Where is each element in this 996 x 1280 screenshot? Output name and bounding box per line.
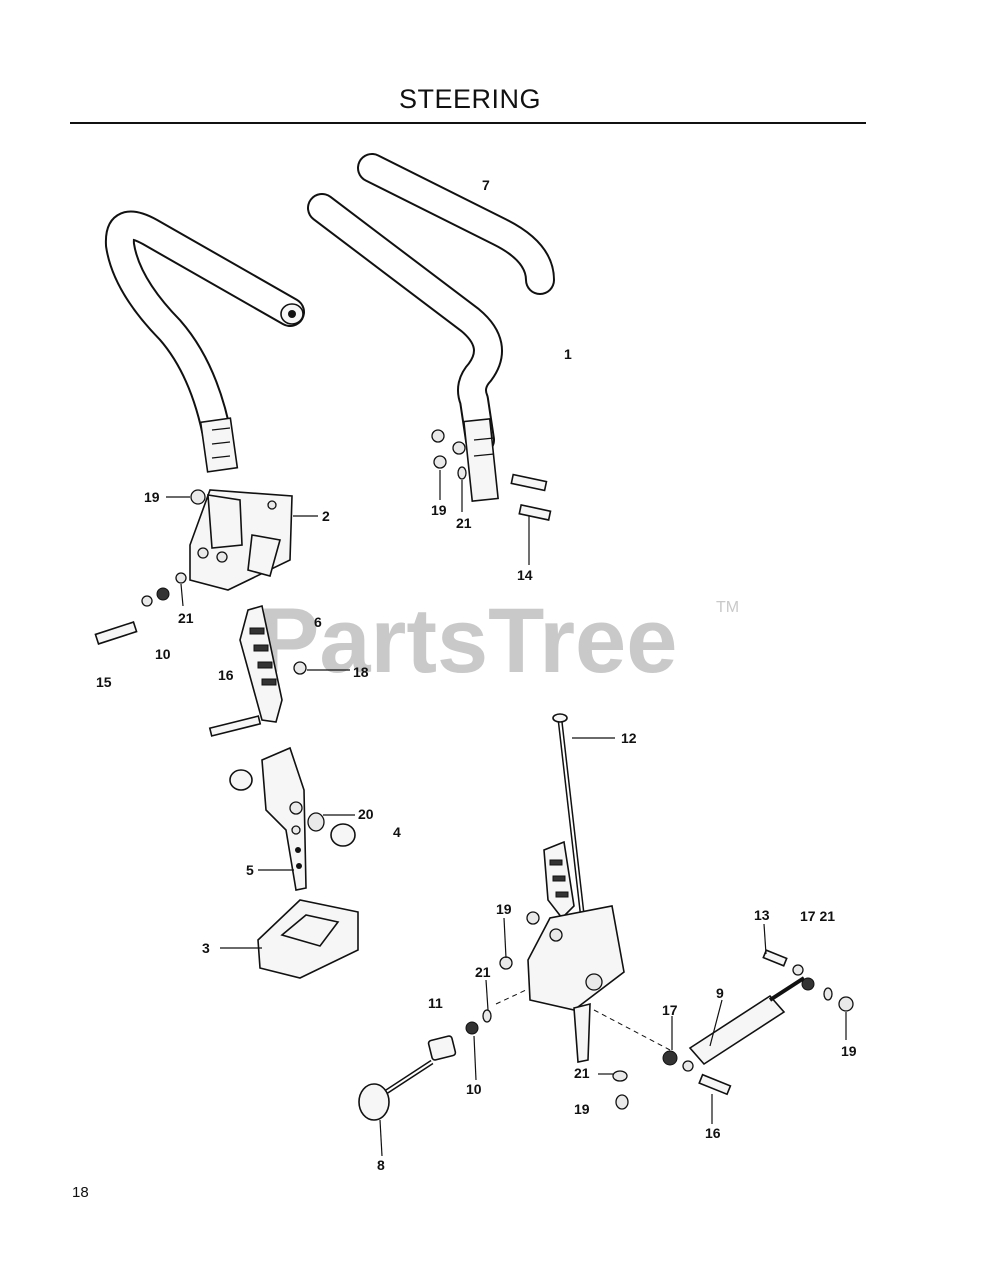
handle-bar-middle <box>307 193 503 503</box>
handle-bar-left <box>104 210 305 473</box>
callout-18: 18 <box>353 664 369 680</box>
hardware-middle <box>431 429 552 521</box>
lever-plate <box>208 604 307 737</box>
callout-3: 3 <box>202 940 210 956</box>
callout-8: 8 <box>377 1157 385 1173</box>
control-rod <box>552 713 587 931</box>
callout-13: 13 <box>754 907 770 923</box>
callout-15: 15 <box>96 674 112 690</box>
callout-21: 21 <box>456 515 472 531</box>
callout-20: 20 <box>358 806 374 822</box>
callout-1: 1 <box>564 346 572 362</box>
callout-16: 16 <box>218 667 234 683</box>
callout-19: 19 <box>431 502 447 518</box>
callout-21: 21 <box>178 610 194 626</box>
callout-7: 7 <box>482 177 490 193</box>
lower-assembly <box>358 840 671 1121</box>
callout-19: 19 <box>496 901 512 917</box>
handle-grip <box>357 153 555 295</box>
base-block <box>257 899 359 979</box>
callout-4: 4 <box>393 824 401 840</box>
callout-12: 12 <box>621 730 637 746</box>
hardware-left <box>94 572 187 645</box>
watermark: PartsTree TM <box>258 590 739 692</box>
page-title: STEERING <box>398 84 542 114</box>
callout-9: 9 <box>716 985 724 1001</box>
callout-5: 5 <box>246 862 254 878</box>
callout-labels: 7 1 19 2 19 21 14 21 6 10 15 16 18 12 20… <box>96 177 857 1173</box>
damper-assembly <box>662 949 854 1096</box>
callout-17-21: 17 21 <box>800 908 835 924</box>
callout-16: 16 <box>705 1125 721 1141</box>
callout-10: 10 <box>466 1081 482 1097</box>
watermark-text: PartsTree <box>258 590 677 692</box>
callout-19: 19 <box>574 1101 590 1117</box>
callout-6: 6 <box>314 614 322 630</box>
page-number: 18 <box>72 1184 89 1201</box>
callout-2: 2 <box>322 508 330 524</box>
callout-17: 17 <box>662 1002 678 1018</box>
callout-21: 21 <box>475 964 491 980</box>
watermark-tm: TM <box>716 599 739 616</box>
title-rule <box>70 122 866 124</box>
callout-21: 21 <box>574 1065 590 1081</box>
callout-10: 10 <box>155 646 171 662</box>
callout-14: 14 <box>517 567 533 583</box>
callout-19: 19 <box>144 489 160 505</box>
leader-lines <box>166 470 847 1157</box>
callout-19: 19 <box>841 1043 857 1059</box>
bracket-upper <box>189 489 293 591</box>
callout-11: 11 <box>428 995 443 1011</box>
lever-arm <box>229 746 356 891</box>
